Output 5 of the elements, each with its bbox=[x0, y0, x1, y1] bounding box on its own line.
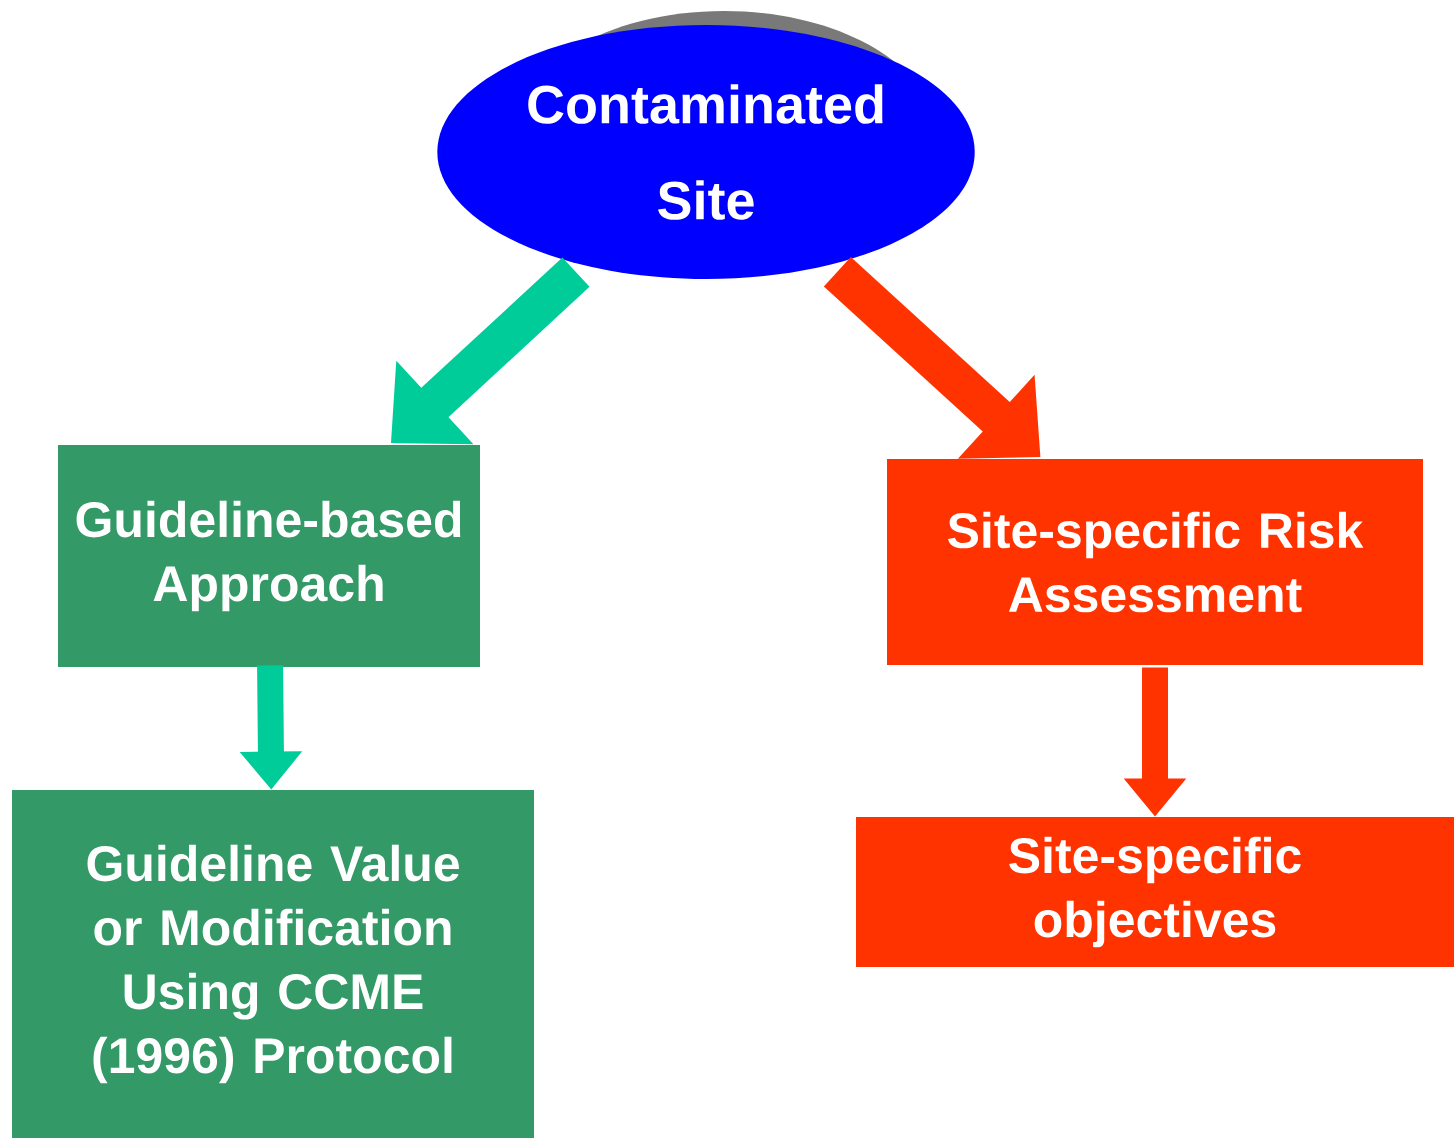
process-box: Guideline Value or Modification Using CCME (1996) Protocol bbox=[12, 790, 534, 1138]
process-box: Guideline-based Approach bbox=[58, 445, 480, 667]
process-box: Site-specific Risk Assessment bbox=[887, 459, 1423, 665]
process-box: Site-specific objectives bbox=[856, 817, 1454, 967]
ellipse-node: Contaminated Site bbox=[437, 11, 975, 279]
